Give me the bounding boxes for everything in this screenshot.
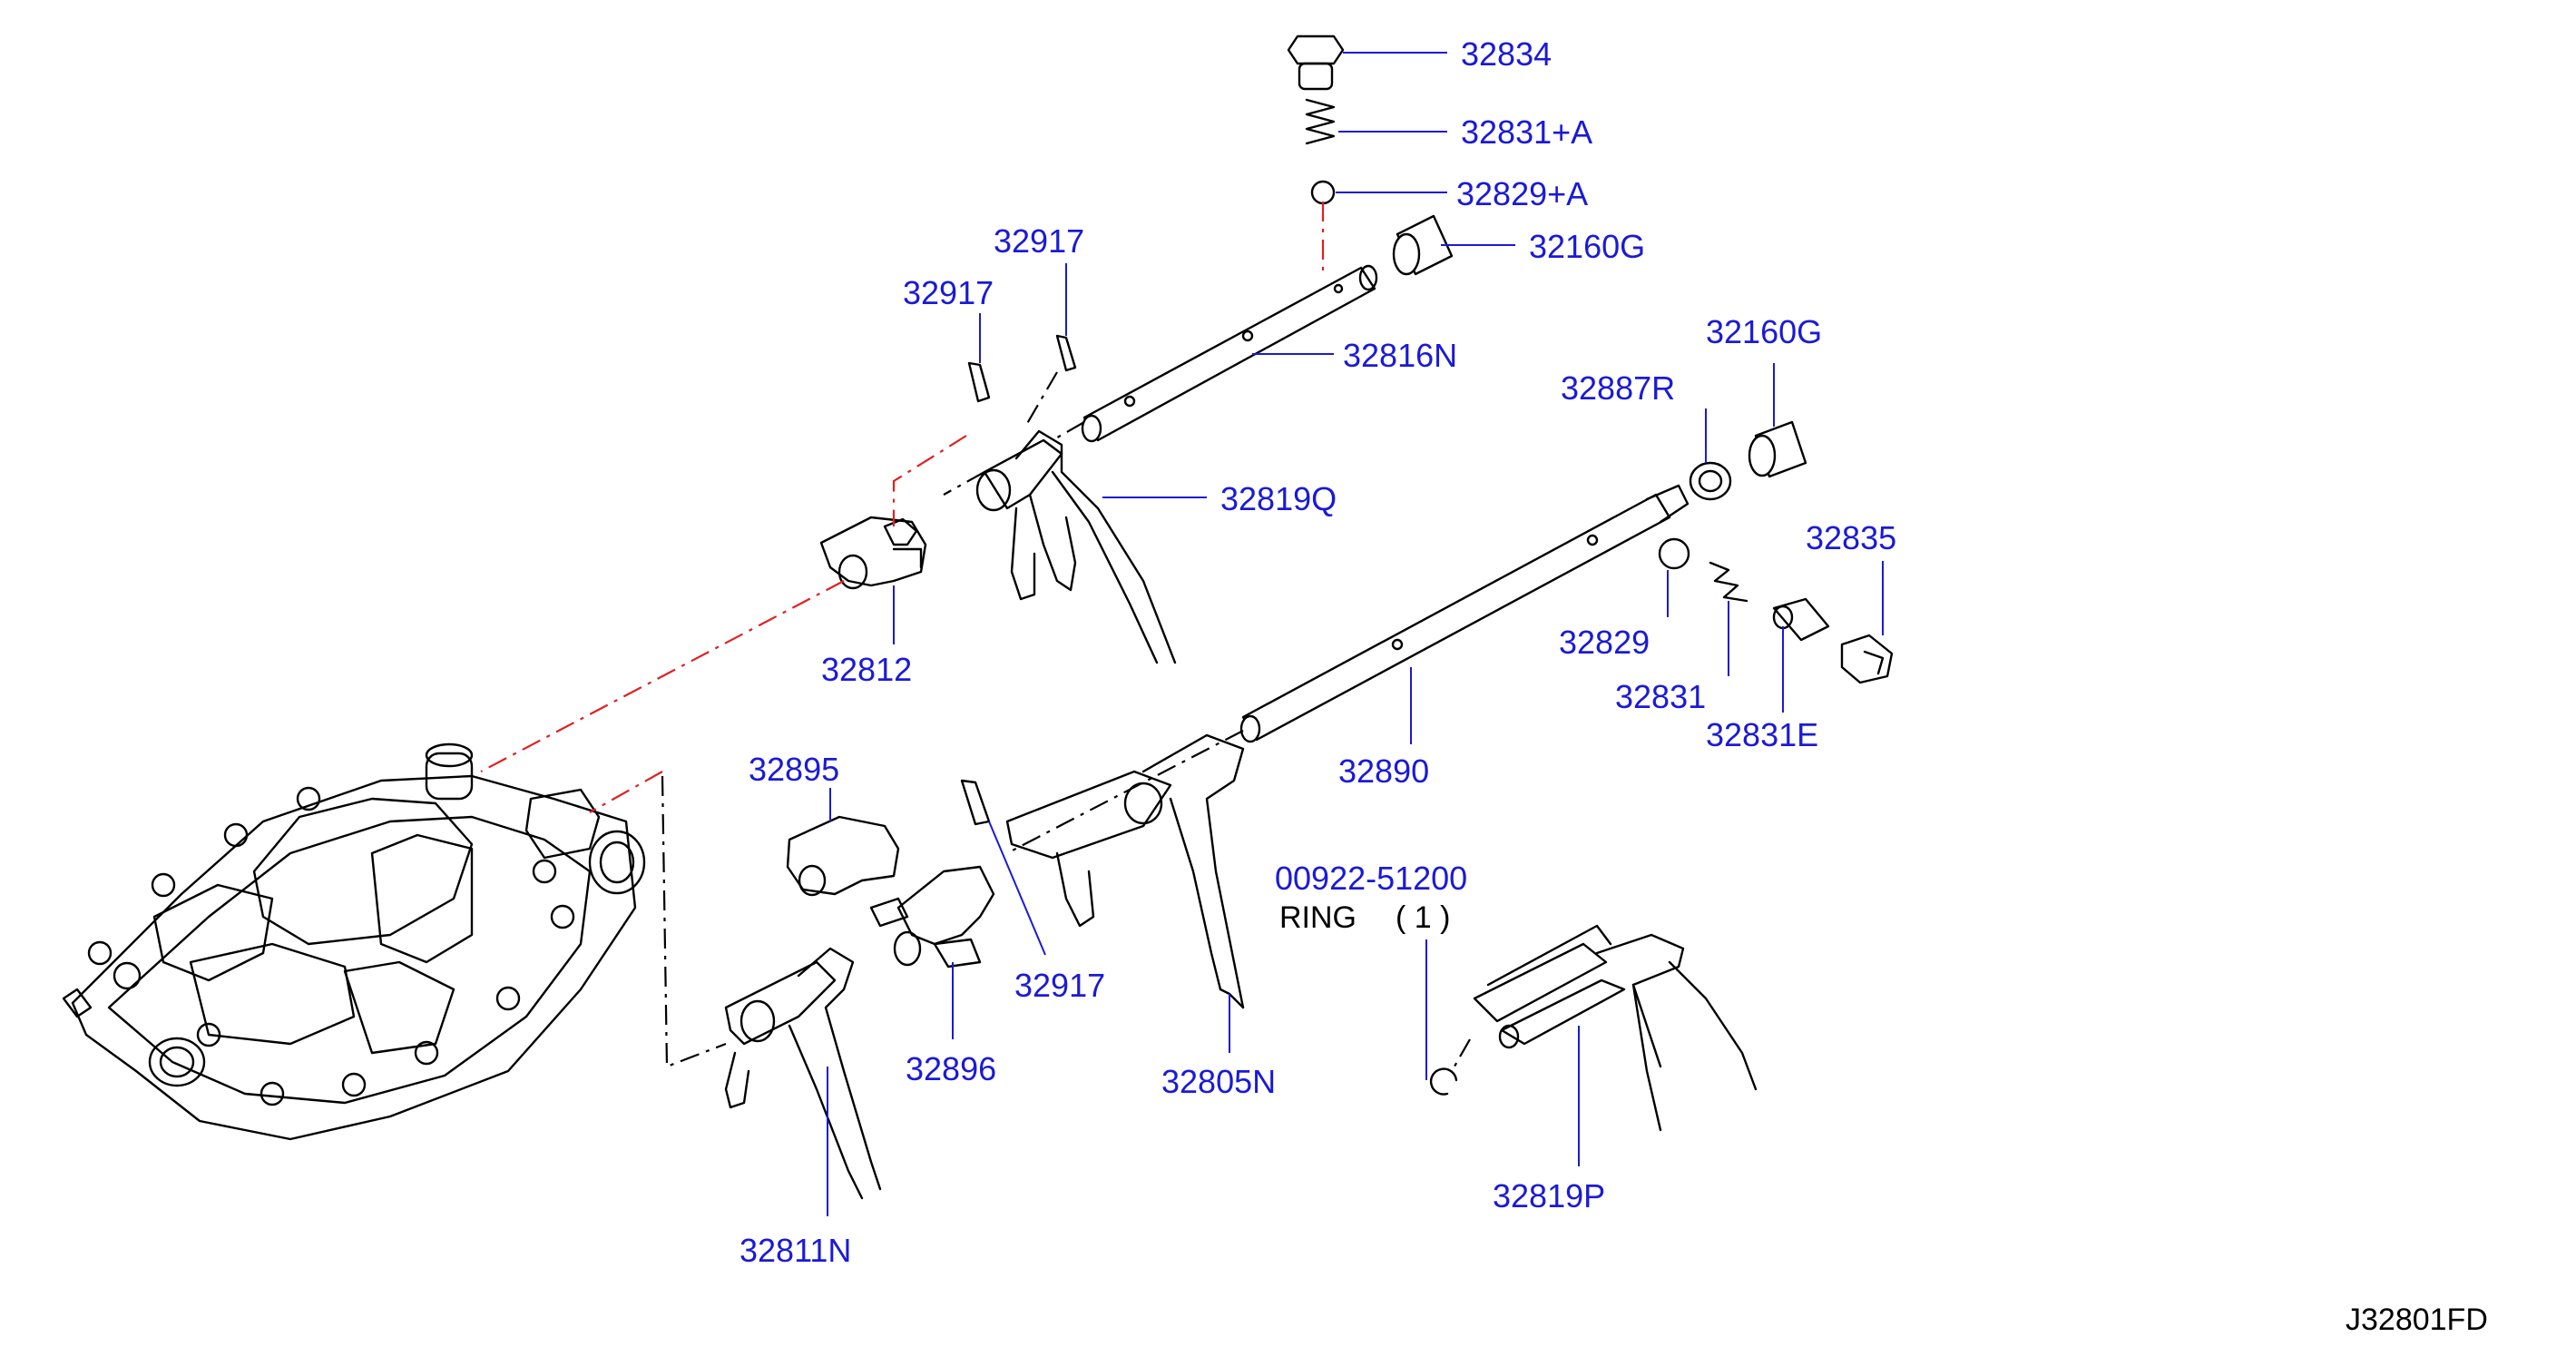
block-32895-drawing (786, 815, 900, 897)
fork-32819p-drawing (1473, 924, 1758, 1132)
transmission-case-drawing (62, 742, 646, 1141)
label-32896: 32896 (906, 1050, 996, 1087)
block-32896-drawing (869, 865, 995, 968)
label-32917-c: 32917 (1014, 967, 1105, 1004)
label-32819p: 32819P (1493, 1177, 1605, 1214)
label-32829a: 32829+A (1456, 175, 1588, 212)
label-32819q: 32819Q (1220, 480, 1337, 517)
label-32829: 32829 (1559, 624, 1650, 661)
label-32917-a: 32917 (903, 274, 994, 311)
collar-32160g-right-drawing (1748, 420, 1807, 478)
collar-32887r-drawing (1689, 461, 1732, 501)
ring-drawing (1429, 1067, 1458, 1096)
label-00922-51200: 00922-51200 (1275, 860, 1467, 897)
label-32917-b: 32917 (994, 222, 1084, 260)
labels: 32834 32831+A 32829+A 32160G 32917 32917… (739, 35, 1896, 1269)
label-32835: 32835 (1806, 519, 1896, 556)
label-32831: 32831 (1615, 678, 1706, 715)
diagram-code: J32801FD (2346, 1303, 2488, 1337)
bolt-32835-drawing (1840, 634, 1894, 684)
plug-32834-drawing (1287, 34, 1345, 91)
spring-32831a-drawing (1305, 98, 1336, 145)
pin-32917-lower-drawing (960, 779, 991, 826)
label-32895: 32895 (749, 751, 839, 788)
label-32887r: 32887R (1561, 369, 1675, 407)
label-32816n: 32816N (1343, 337, 1457, 374)
label-32812: 32812 (821, 651, 912, 688)
label-32811n: 32811N (739, 1232, 851, 1269)
label-32805n: 32805N (1161, 1063, 1276, 1100)
pin-32917-upper-drawing (967, 334, 1077, 403)
centerlines (480, 202, 1471, 1072)
label-32160g-right: 32160G (1706, 313, 1822, 350)
ball-32829a-drawing (1310, 180, 1336, 205)
fork-32819q-drawing (975, 429, 1177, 664)
label-32831a: 32831+A (1461, 113, 1592, 151)
shaft-32816n-drawing (1081, 264, 1378, 443)
fork-32805n-drawing (1005, 733, 1245, 1009)
label-32834: 32834 (1461, 35, 1552, 73)
shaft-32890-drawing (1239, 484, 1690, 743)
label-32831e: 32831E (1706, 716, 1818, 753)
collar-32160g-top-drawing (1392, 214, 1454, 276)
label-32890: 32890 (1338, 752, 1429, 790)
ball-32829-drawing (1658, 537, 1690, 570)
shift-block-32812-drawing (819, 516, 927, 590)
fork-32811n-drawing (724, 947, 882, 1200)
ring-name: RING (1279, 900, 1357, 935)
ring-qty: ( 1 ) (1396, 900, 1450, 935)
spring-32831-drawing (1709, 561, 1748, 603)
label-32160g-top: 32160G (1529, 228, 1645, 265)
